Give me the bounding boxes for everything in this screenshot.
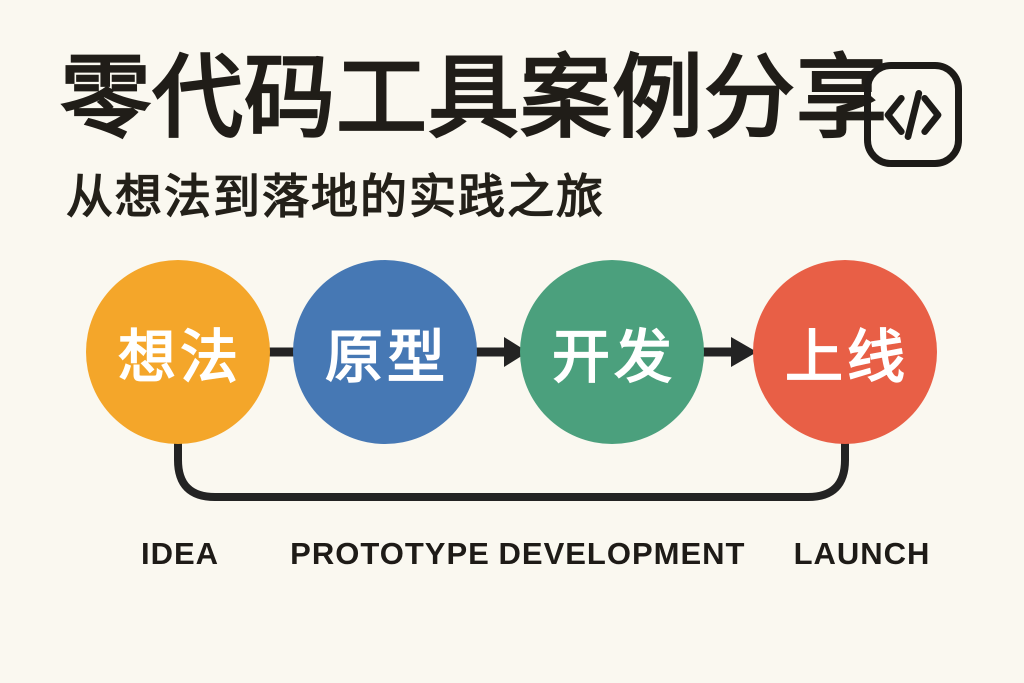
stage-label-development: DEVELOPMENT: [498, 536, 746, 571]
stage-circle-launch: 上线: [753, 260, 937, 444]
arrow-head-prototype-development: [504, 337, 528, 367]
stage-circle-development: 开发: [520, 260, 704, 444]
stage-circle-prototype: 原型: [293, 260, 477, 444]
stage-circle-idea: 想法: [86, 260, 270, 444]
code-slash-icon: [864, 62, 962, 167]
arrow-head-development-launch: [731, 337, 757, 367]
stage-circle-prototype-label: 原型: [324, 325, 449, 390]
stage-circle-idea-label: 想法: [117, 325, 242, 390]
stage-label-launch: LAUNCH: [793, 536, 931, 571]
code-slash-glyph: [884, 89, 942, 140]
stage-label-idea: IDEA: [140, 536, 220, 571]
page-title: 零代码工具案例分享: [60, 48, 889, 149]
stage-circle-development-label: 开发: [551, 325, 676, 390]
stage-circle-launch-label: 上线: [784, 325, 909, 390]
page-subtitle: 从想法到落地的实践之旅: [66, 170, 605, 223]
stage-label-prototype: PROTOTYPE: [290, 536, 490, 571]
loop-bracket-line: [174, 432, 849, 501]
